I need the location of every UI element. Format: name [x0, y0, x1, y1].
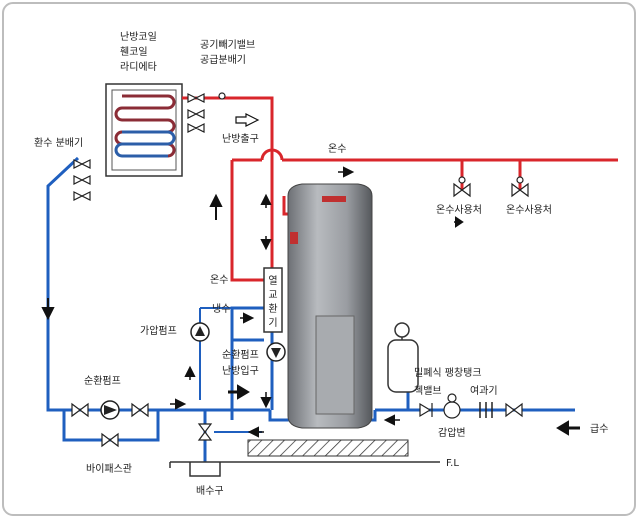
radiator-label-1: 난방코일: [120, 31, 157, 43]
strainer-label: 여과기: [470, 385, 498, 397]
radiator-label-2: 휀코일: [120, 46, 148, 58]
drain-label: 배수구: [196, 485, 224, 497]
flow-arrows: [41, 113, 580, 438]
heat-exchanger-label-1: 열: [268, 275, 277, 287]
heat-exchanger-label-2: 교: [268, 290, 277, 301]
bypass-label: 바이패스관: [86, 463, 132, 475]
booster-pump-label: 가압펌프: [140, 324, 177, 337]
heating-outlet-label: 난방출구: [222, 133, 259, 145]
return-header-label: 환수 분배기: [34, 137, 83, 149]
strainer: [479, 402, 493, 418]
pumps: [100, 322, 286, 420]
cold-water-label: 냉수: [212, 303, 230, 315]
water-heater-tank: [287, 183, 373, 429]
radiator: [105, 83, 183, 177]
water-supply-label: 급수: [590, 423, 608, 435]
hot-water-left-label: 온수: [210, 274, 228, 286]
pressure-reducer-label: 감압변: [438, 426, 466, 439]
heat-exchanger-label-4: 기: [268, 317, 277, 329]
expansion-tank-label: 밀폐식 팽창탱크: [414, 367, 482, 379]
circ-pump-main-label: 순환펌프: [84, 375, 121, 387]
check-valve-label: 첵밸브: [414, 385, 442, 397]
circ-pump-small-label: 순환펌프: [222, 349, 259, 361]
heat-exchanger-label-3: 환: [268, 303, 277, 315]
pressure-reducing-valve: [443, 393, 461, 419]
radiator-label-3: 라디에타: [120, 61, 157, 73]
heating-inlet-label: 난방입구: [222, 364, 259, 377]
hot-water-top-label: 온수: [328, 143, 346, 155]
hot-water-pipes: [182, 96, 618, 282]
valves: [71, 92, 529, 448]
hot-water-use-label-2: 온수사용처: [506, 204, 552, 216]
air-vent-label-2: 공급분배기: [200, 54, 246, 66]
expansion-tank: [387, 322, 419, 393]
air-vent-label-1: 공기빼기밸브: [200, 39, 255, 51]
hot-water-use-label-1: 온수사용처: [436, 204, 482, 216]
floor-level-label: F.L: [446, 458, 459, 469]
floor-base: [169, 439, 440, 477]
cold-water-pipes: [46, 156, 575, 462]
heat-exchanger: 열 교 환 기: [263, 267, 283, 333]
